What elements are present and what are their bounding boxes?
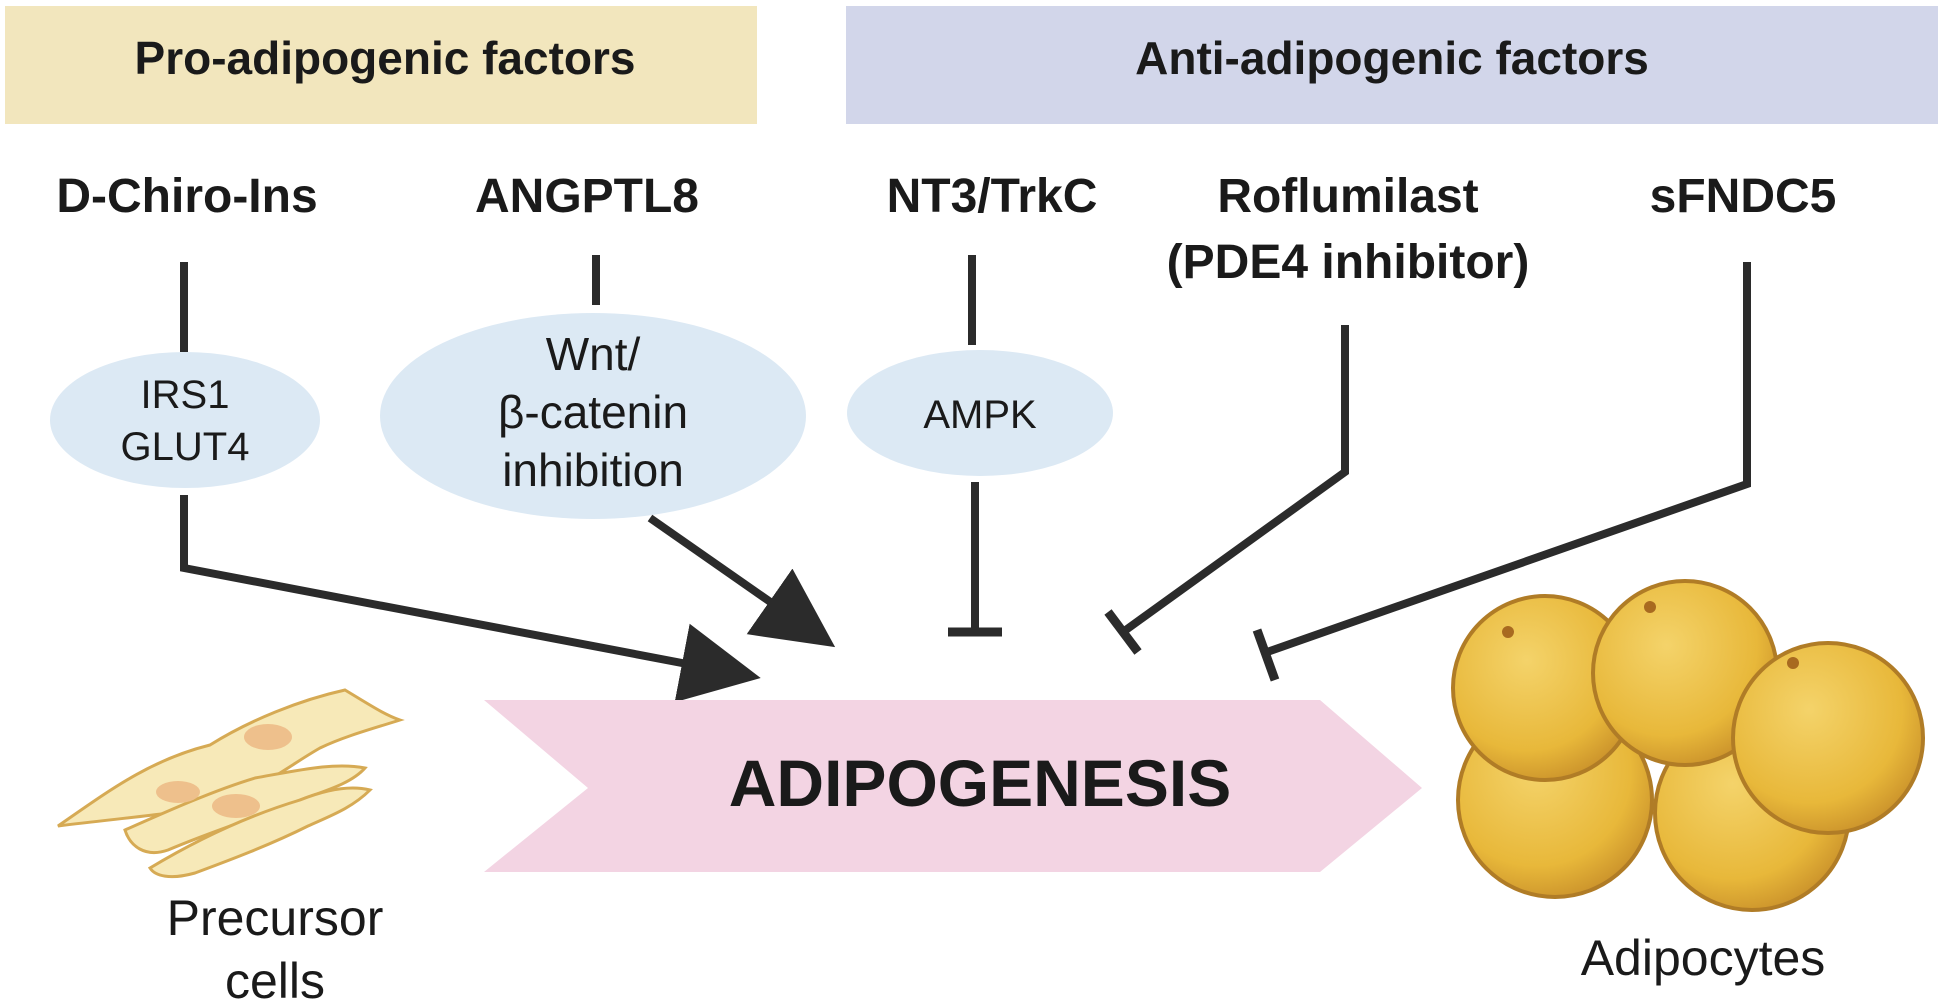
anti-header-label: Anti-adipogenic factors — [1135, 32, 1649, 84]
adipocyte-cell — [1731, 641, 1925, 835]
anti-adipogenic-header: Anti-adipogenic factors — [846, 6, 1938, 124]
mediator-inhibition-label: inhibition — [502, 444, 684, 496]
factor-nt3-trkc: NT3/TrkC — [887, 170, 1098, 223]
adipocytes-illustration — [1451, 579, 1925, 912]
adipogenesis-label: ADIPOGENESIS — [729, 746, 1231, 820]
inhibition-sfndc5 — [1252, 262, 1751, 682]
precursor-cells-illustration — [57, 688, 405, 879]
mediator-glut4-label: GLUT4 — [121, 425, 250, 469]
adipocytes-label: Adipocytes — [1581, 930, 1826, 986]
precursor-cells-label-line2: cells — [225, 953, 325, 1008]
mediator-ampk: AMPK — [847, 350, 1113, 476]
mediator-irs1-label: IRS1 — [141, 373, 230, 417]
pro-adipogenic-header: Pro-adipogenic factors — [5, 6, 757, 124]
mediator-ampk-label: AMPK — [923, 393, 1037, 437]
factor-angptl8: ANGPTL8 — [475, 170, 699, 223]
factor-roflumilast: Roflumilast — [1217, 170, 1478, 223]
activation-arrow-d-chiro-ins — [180, 495, 761, 703]
mediator-wnt-label: Wnt/ — [546, 328, 641, 380]
mediator-irs1-glut4: IRS1 GLUT4 — [50, 352, 320, 488]
pro-header-label: Pro-adipogenic factors — [135, 32, 636, 84]
mediator-beta-catenin-label: β-catenin — [498, 386, 688, 438]
factor-d-chiro-ins: D-Chiro-Ins — [56, 170, 317, 223]
inhibition-nt3-trkc — [948, 482, 1002, 637]
factor-sfndc5: sFNDC5 — [1650, 170, 1837, 223]
inhibition-roflumilast — [1104, 325, 1349, 655]
precursor-cells-label-line1: Precursor — [167, 890, 384, 946]
mediator-wnt-beta-catenin: Wnt/ β-catenin inhibition — [380, 313, 806, 519]
factor-roflumilast-subtitle: (PDE4 inhibitor) — [1167, 236, 1530, 289]
adipogenesis-arrow: ADIPOGENESIS — [484, 700, 1422, 872]
activation-arrow-angptl8 — [647, 514, 836, 648]
